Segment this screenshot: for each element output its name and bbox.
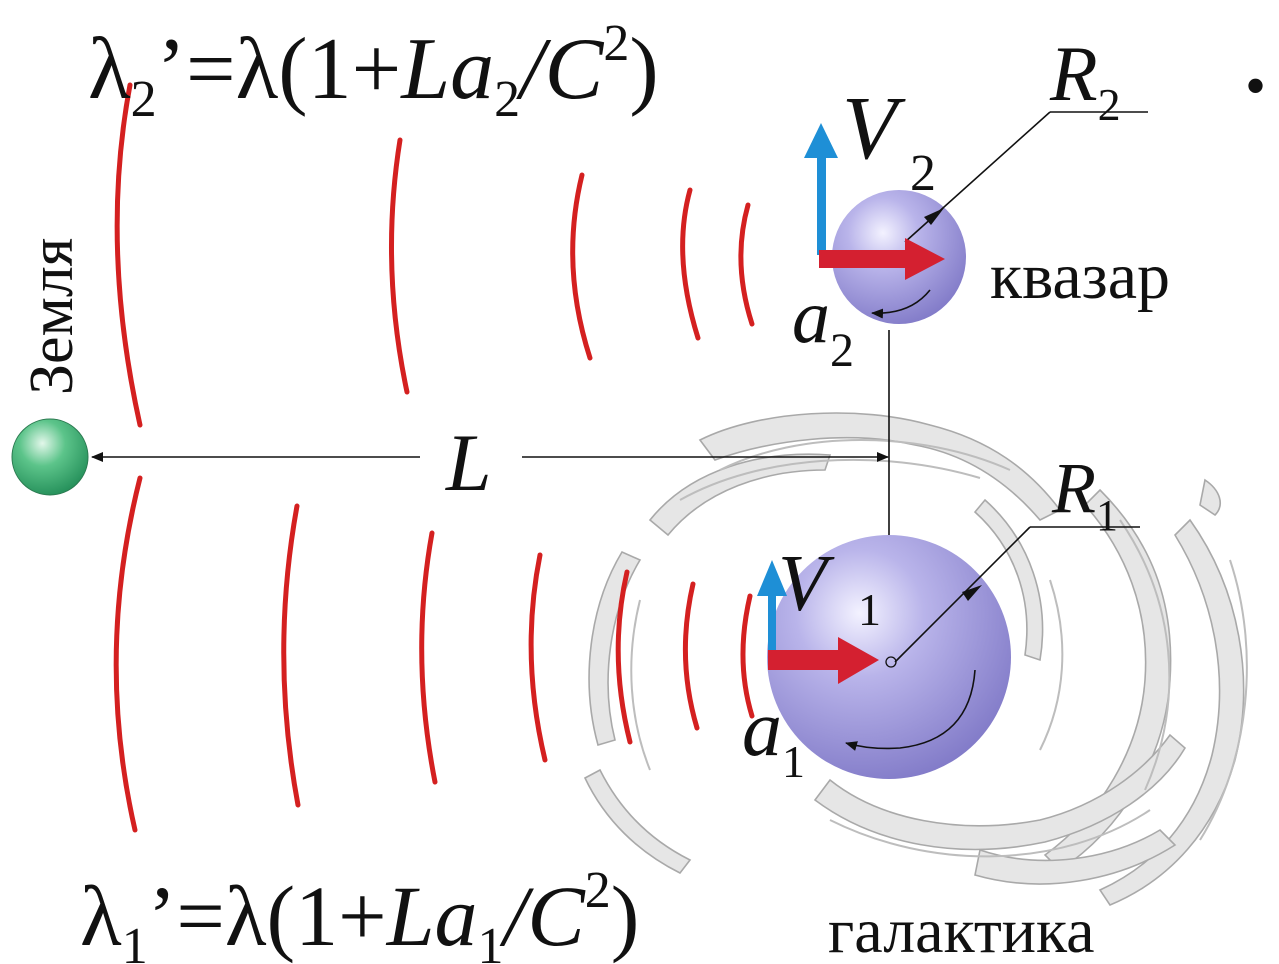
galaxy-acceleration-label: a1 (742, 685, 805, 787)
quasar-acceleration-label: a2 (792, 275, 854, 377)
quasar-velocity-sub: 2 (910, 145, 936, 202)
formula-top: λ2’=λ(1+La2/C2) (88, 15, 659, 128)
earth-icon (11, 418, 89, 496)
quasar-acceleration-arc (871, 289, 931, 319)
galaxy-velocity-arrow (768, 590, 776, 658)
galaxy-acceleration-arrow (768, 650, 850, 670)
galaxy-radius-label: R1 (1051, 448, 1118, 540)
galaxy-swirl (583, 412, 1248, 906)
wavefronts-upper (114, 82, 755, 428)
quasar-radius-label: R2 (1049, 30, 1121, 130)
galaxy-label: галактика (828, 895, 1095, 964)
bullet-mark: • (1245, 53, 1266, 119)
quasar-velocity-label: V (842, 79, 906, 178)
galaxy-radius-line (894, 526, 1031, 663)
earth-label: Земля (18, 238, 86, 395)
wavefronts-lower (113, 475, 755, 833)
galaxy-velocity-label: V (778, 540, 835, 628)
formula-bottom: λ1’=λ(1+La1/C2) (80, 862, 639, 964)
distance-label: L (445, 417, 492, 508)
quasar-velocity-arrow (817, 150, 826, 255)
quasar-acceleration-arrow (819, 250, 916, 268)
quasar-label: квазар (990, 240, 1170, 313)
galaxy-velocity-sub: 1 (858, 584, 881, 635)
galaxy-acceleration-arc (845, 669, 976, 751)
